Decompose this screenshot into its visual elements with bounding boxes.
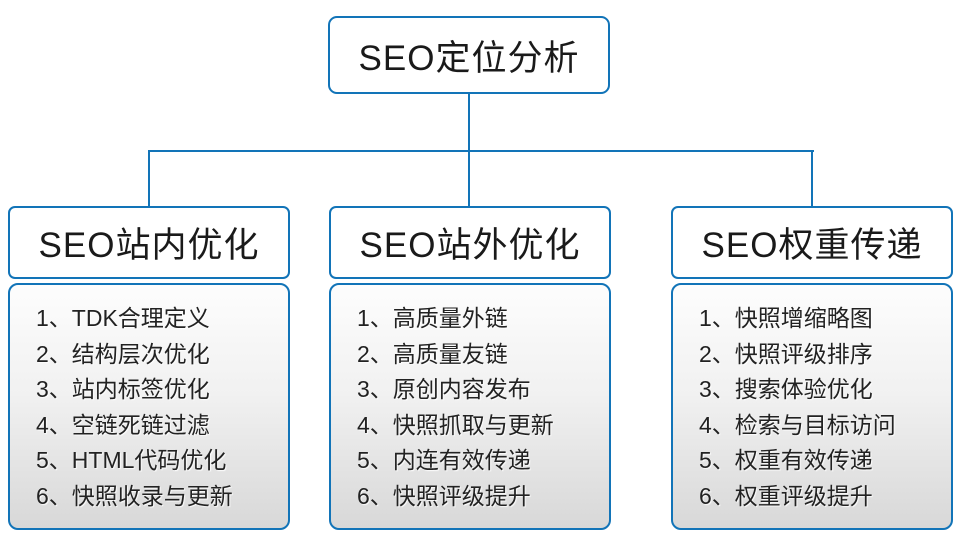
list-item: 3、原创内容发布 [357,376,531,402]
list-item: 1、快照增缩略图 [699,305,873,331]
list-item: 3、搜索体验优化 [699,376,873,402]
list-item: 6、权重评级提升 [699,482,873,509]
column-list-offsite: 1、高质量外链 2、高质量友链 3、原创内容发布 4、快照抓取与更新 5、内连有… [329,283,611,530]
column-offsite-optimization: SEO站外优化 1、高质量外链 2、高质量友链 3、原创内容发布 4、快照抓取与… [329,206,611,530]
list-item: 4、空链死链过滤 [36,411,210,438]
connector-drop-line-left [148,150,150,207]
connector-stem-line [468,94,470,151]
connector-horizontal-line [148,150,814,152]
list-item: 2、快照评级排序 [699,340,873,367]
list-item: 4、检索与目标访问 [699,411,896,438]
list-item: 2、结构层次优化 [36,340,210,367]
list-item: 5、内连有效传递 [357,447,531,473]
list-item: 1、高质量外链 [357,305,508,331]
column-list-onsite: 1、TDK合理定义 2、结构层次优化 3、站内标签优化 4、空链死链过滤 5、H… [8,283,290,530]
connector-drop-line-middle [468,150,470,207]
list-item: 5、权重有效传递 [699,447,873,473]
column-header-weight-transfer: SEO权重传递 [671,206,953,279]
root-node-seo-positioning: SEO定位分析 [328,16,610,94]
list-item: 4、快照抓取与更新 [357,411,554,438]
list-item: 3、站内标签优化 [36,376,210,402]
column-list-weight-transfer: 1、快照增缩略图 2、快照评级排序 3、搜索体验优化 4、检索与目标访问 5、权… [671,283,953,530]
connector-drop-line-right [811,150,813,207]
list-item: 6、快照收录与更新 [36,482,233,509]
list-item: 2、高质量友链 [357,340,508,367]
column-header-offsite: SEO站外优化 [329,206,611,279]
list-item: 5、HTML代码优化 [36,447,227,473]
list-item: 1、TDK合理定义 [36,305,210,331]
column-weight-transfer: SEO权重传递 1、快照增缩略图 2、快照评级排序 3、搜索体验优化 4、检索与… [671,206,953,530]
list-item: 6、快照评级提升 [357,482,531,509]
column-header-onsite: SEO站内优化 [8,206,290,279]
column-onsite-optimization: SEO站内优化 1、TDK合理定义 2、结构层次优化 3、站内标签优化 4、空链… [8,206,290,530]
